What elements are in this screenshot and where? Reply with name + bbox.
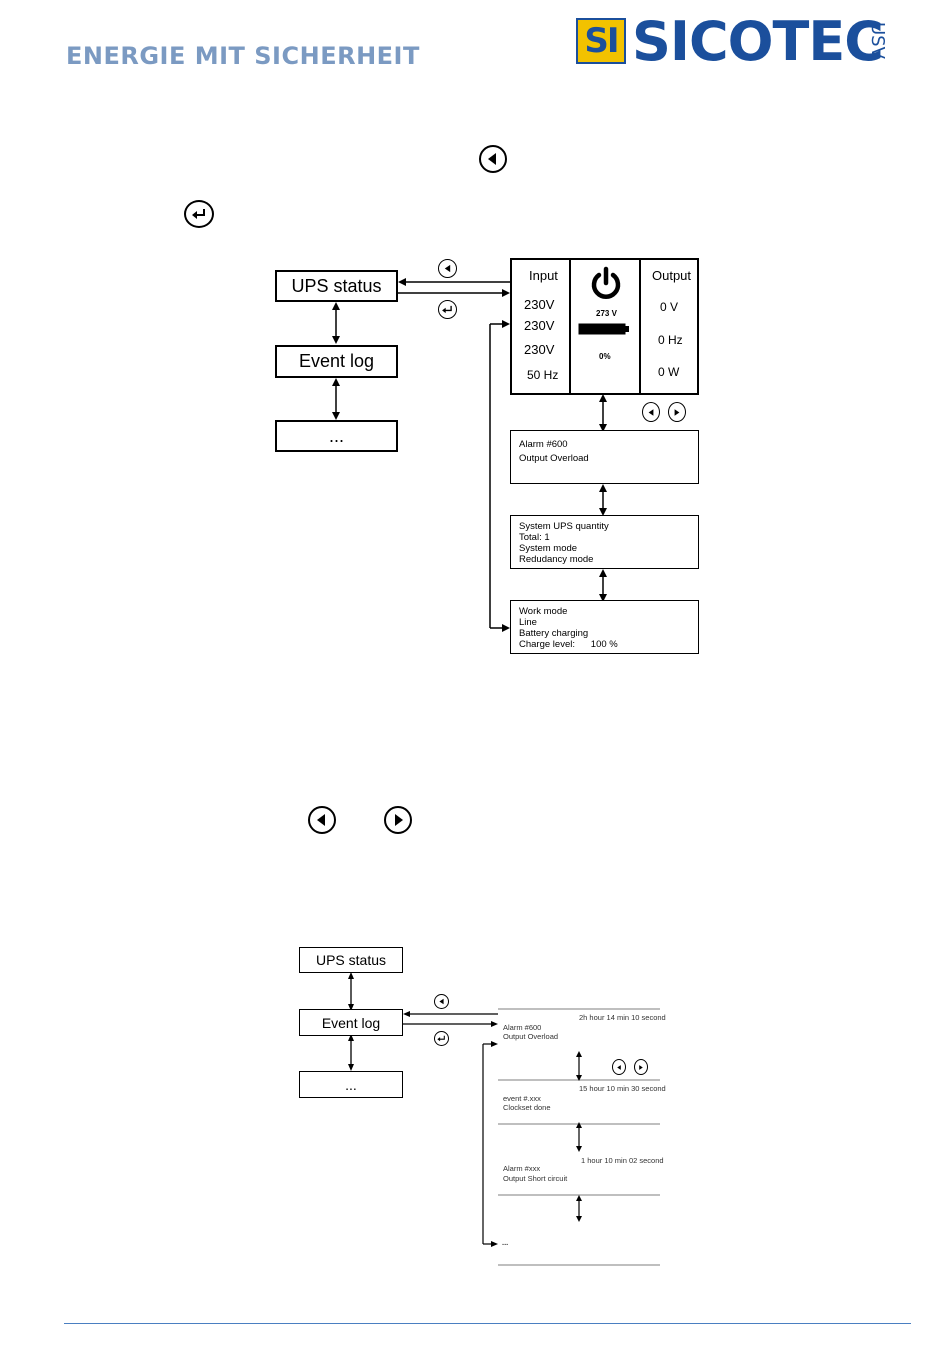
output-label: Output [652, 268, 692, 283]
left-arrow-button-icon [434, 994, 449, 1009]
input-value: 230V [524, 297, 555, 312]
event-line: Output Short circuit [503, 1174, 568, 1183]
diagram2-connectors [348, 972, 660, 1266]
menu-item-more[interactable]: ... [299, 1071, 403, 1098]
menu-label: Event log [321, 1014, 381, 1031]
work-line: Battery charging [519, 628, 589, 639]
output-value: 0 Hz [658, 333, 683, 347]
left-arrow-button-icon [612, 1059, 626, 1075]
power-icon [589, 266, 623, 305]
work-mode-panel: Work mode Line Battery charging Charge l… [510, 600, 699, 654]
left-arrow-button-icon [438, 259, 457, 278]
left-arrow-button-icon [308, 806, 336, 834]
left-arrow-button-icon [642, 402, 660, 422]
system-line: Total: 1 [519, 532, 550, 543]
right-arrow-button-icon [384, 806, 412, 834]
menu-label: Event log [298, 351, 375, 371]
event-line: event #.xxx [503, 1094, 541, 1103]
event-time: 1 hour 10 min 02 second [581, 1156, 664, 1165]
alarm-line: Alarm #600 [519, 439, 568, 450]
menu-item-event-log[interactable]: Event log [275, 345, 398, 378]
input-value: 230V [524, 318, 555, 333]
menu-item-ups-status[interactable]: UPS status [299, 947, 403, 973]
menu-label: ... [328, 425, 344, 446]
alarm-line: Output Overload [519, 453, 589, 464]
menu-label: UPS status [291, 275, 382, 296]
event-line: Output Overload [503, 1032, 559, 1041]
input-label: Input [529, 268, 558, 283]
enter-button-icon [434, 1031, 449, 1046]
right-arrow-button-icon [668, 402, 686, 422]
event-line: Alarm #xxx [503, 1164, 541, 1173]
input-value: 50 Hz [527, 368, 559, 382]
logo-mark: SI [576, 18, 626, 64]
left-arrow-button-icon [479, 145, 507, 173]
menu-label: ... [345, 1076, 357, 1093]
voltage-readout: 273 V [596, 309, 617, 318]
output-value: 0 W [658, 365, 680, 379]
work-line: Line [519, 617, 537, 628]
footer-divider [64, 1323, 911, 1324]
menu-label: UPS status [315, 952, 387, 968]
work-line: Charge level: 100 % [519, 639, 618, 650]
battery-icon [578, 322, 630, 340]
event-line: Clockset done [503, 1103, 551, 1112]
system-line: System UPS quantity [519, 521, 609, 532]
enter-button-icon [438, 300, 457, 319]
output-value: 0 V [660, 300, 679, 314]
work-line: Work mode [519, 606, 568, 617]
menu-item-more[interactable]: ... [275, 420, 398, 452]
tagline: ENERGIE MIT SICHERHEIT [66, 42, 420, 70]
system-panel: System UPS quantity Total: 1 System mode… [510, 515, 699, 569]
system-line: Redudancy mode [519, 554, 594, 565]
event-time: 2h hour 14 min 10 second [579, 1013, 666, 1022]
diagram1-connectors [332, 278, 607, 632]
alarm-panel: Alarm #600 Output Overload [510, 430, 699, 484]
status-screen: Input 230V 230V 230V 50 Hz 273 V 0% Outp… [510, 258, 699, 395]
enter-button-icon [184, 200, 214, 228]
event-time: 15 hour 10 min 30 second [579, 1084, 666, 1093]
event-line: ... [502, 1238, 509, 1247]
system-line: System mode [519, 543, 578, 554]
right-arrow-button-icon [634, 1059, 648, 1075]
menu-item-ups-status[interactable]: UPS status [275, 270, 398, 302]
menu-item-event-log[interactable]: Event log [299, 1009, 403, 1036]
logo-mark-text: SI [584, 21, 619, 61]
input-value: 230V [524, 342, 555, 357]
logo-text: SICOTEC [632, 10, 884, 73]
event-line: Alarm #600 [503, 1023, 542, 1032]
charge-percent: 0% [599, 352, 611, 361]
